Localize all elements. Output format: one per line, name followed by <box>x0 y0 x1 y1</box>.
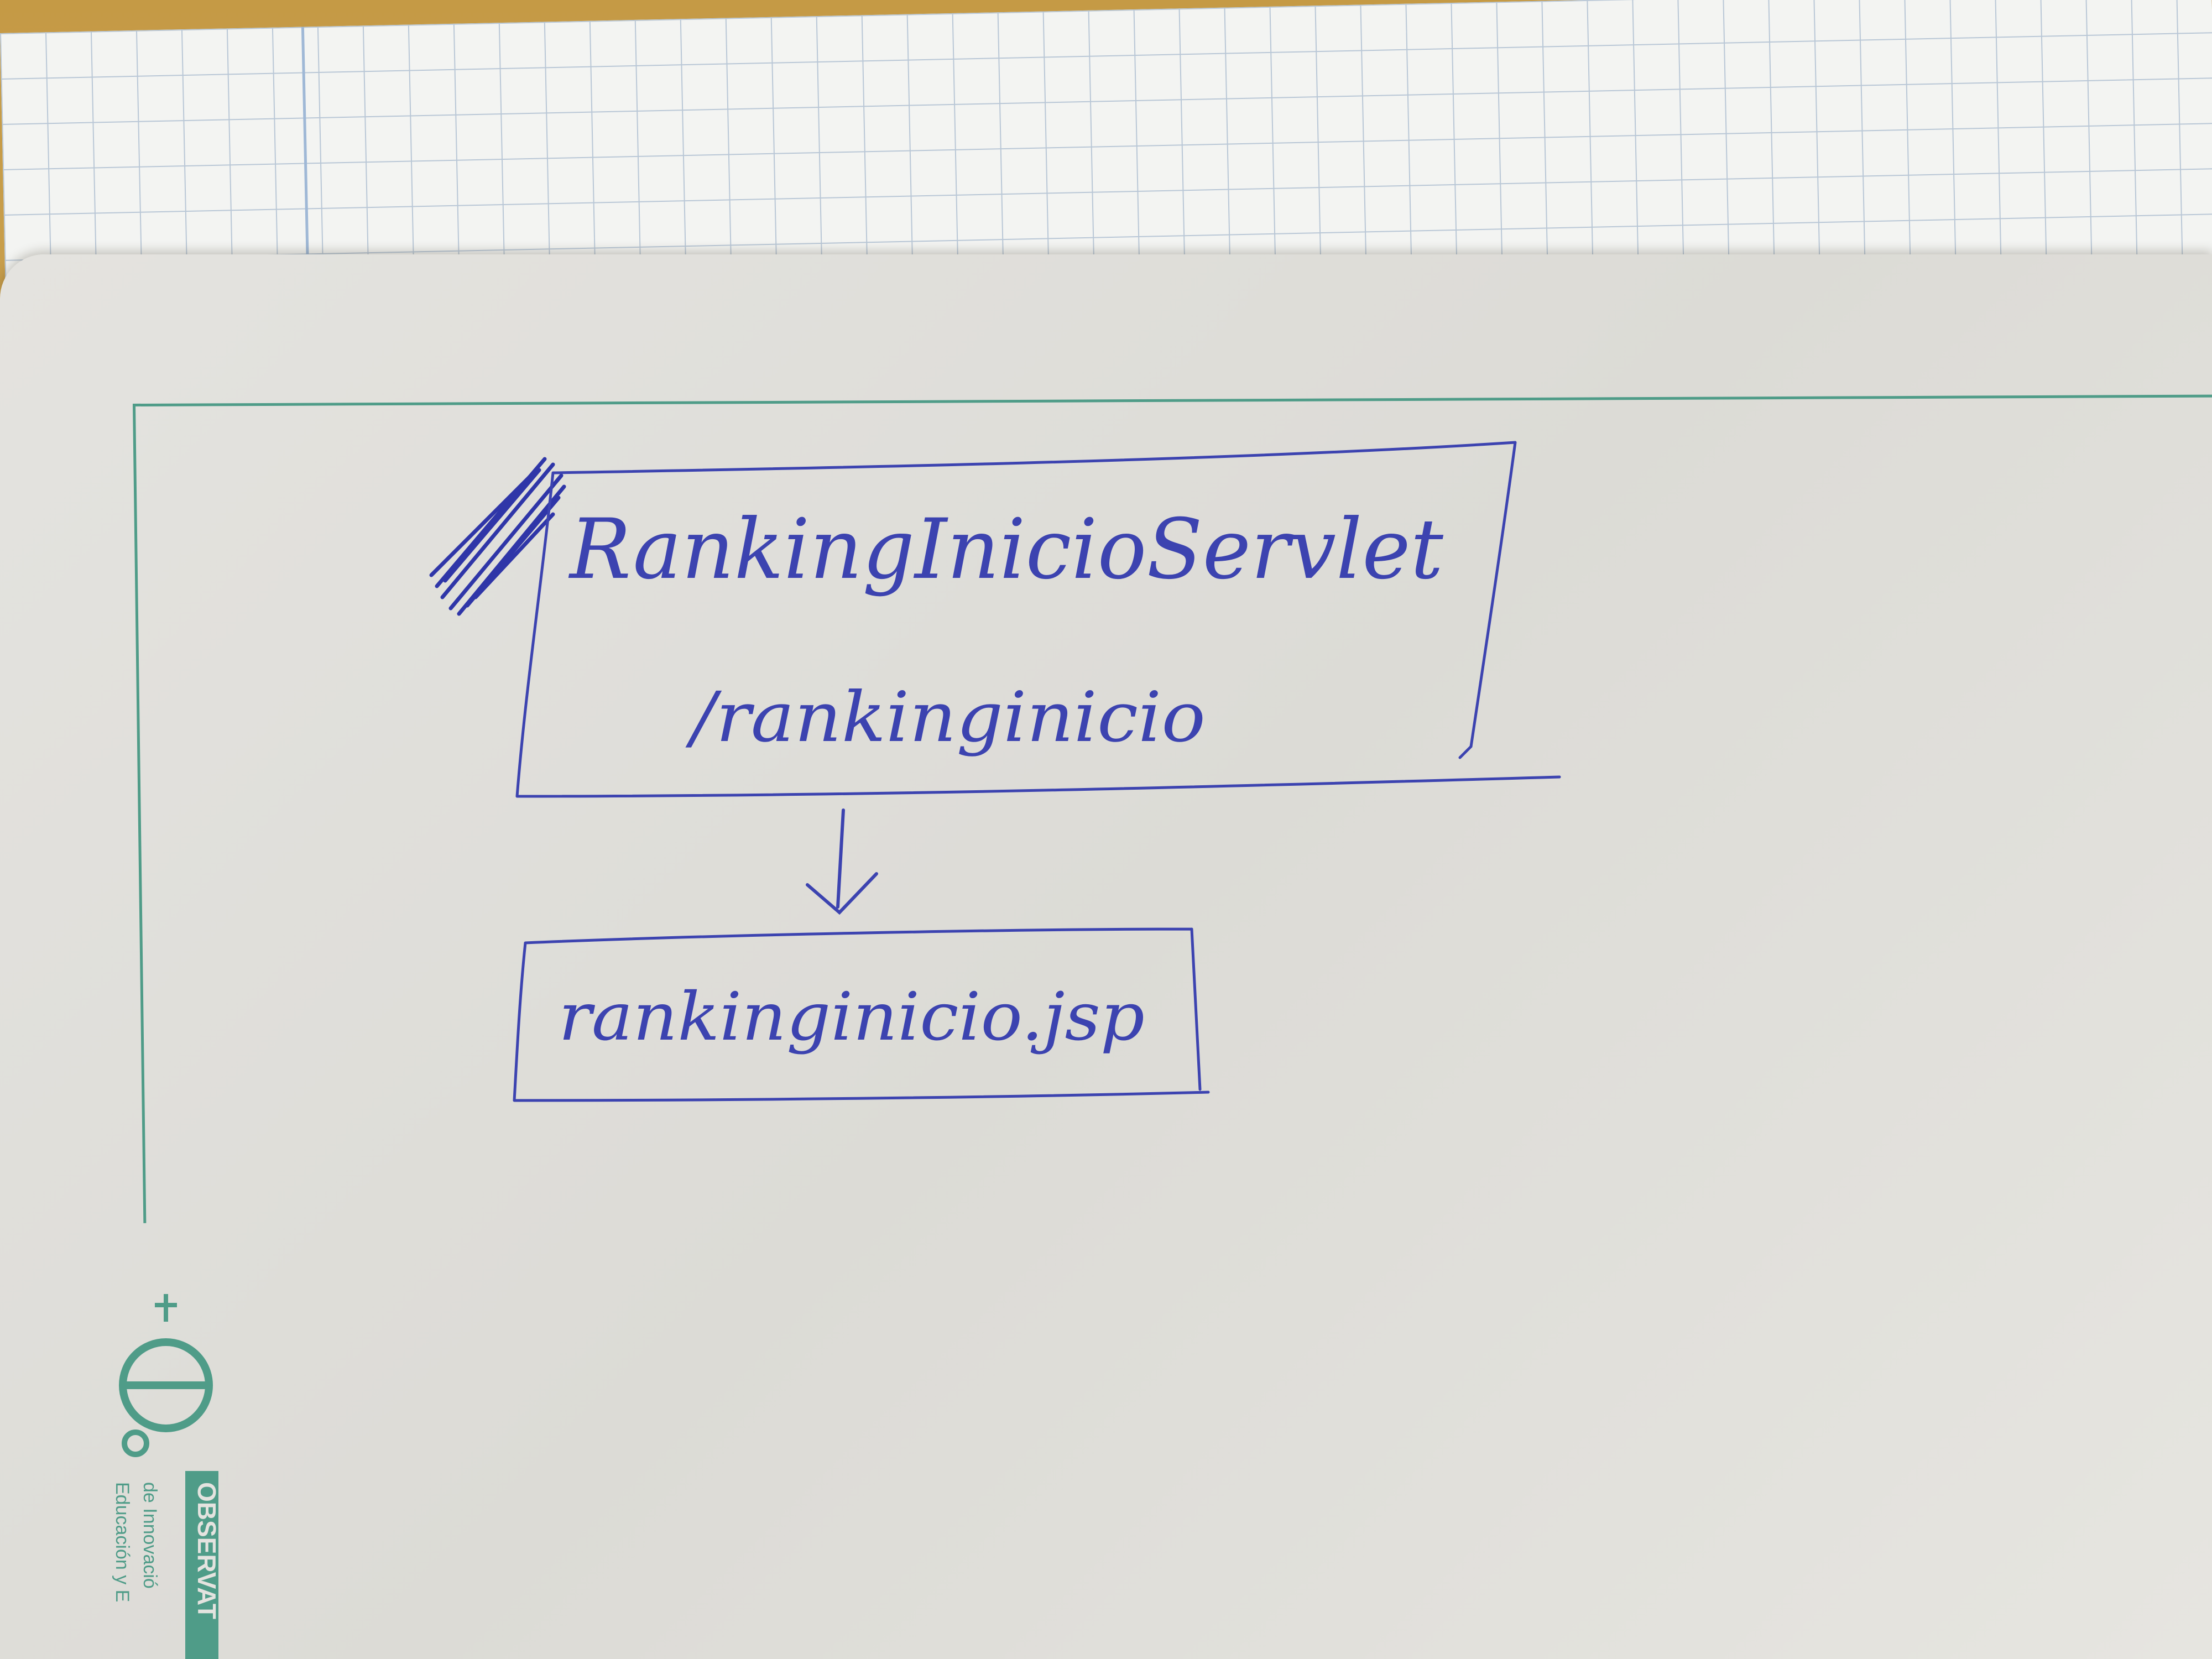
svg-text:OBSERVAT: OBSERVAT <box>192 1482 221 1619</box>
arrow-servlet-to-jsp <box>806 808 878 915</box>
paper-sheet <box>0 254 2212 1659</box>
svg-text:Educación y E: Educación y E <box>112 1482 133 1602</box>
jsp-box <box>513 927 1210 1102</box>
servlet-box <box>515 441 1561 798</box>
observatorio-logo: OBSERVAT de Innovació Educación y E <box>112 1294 221 1659</box>
servlet-label: RankingInicioServlet <box>568 502 1444 598</box>
servlet-url: /rankinginicio <box>685 677 1206 758</box>
jsp-label: rankinginicio.jsp <box>559 979 1145 1056</box>
svg-text:de Innovació: de Innovació <box>139 1482 160 1589</box>
servlet-node: RankingInicioServlet /rankinginicio <box>515 441 1561 798</box>
scribble-mark <box>429 457 566 616</box>
jsp-node: rankinginicio.jsp <box>513 927 1210 1102</box>
